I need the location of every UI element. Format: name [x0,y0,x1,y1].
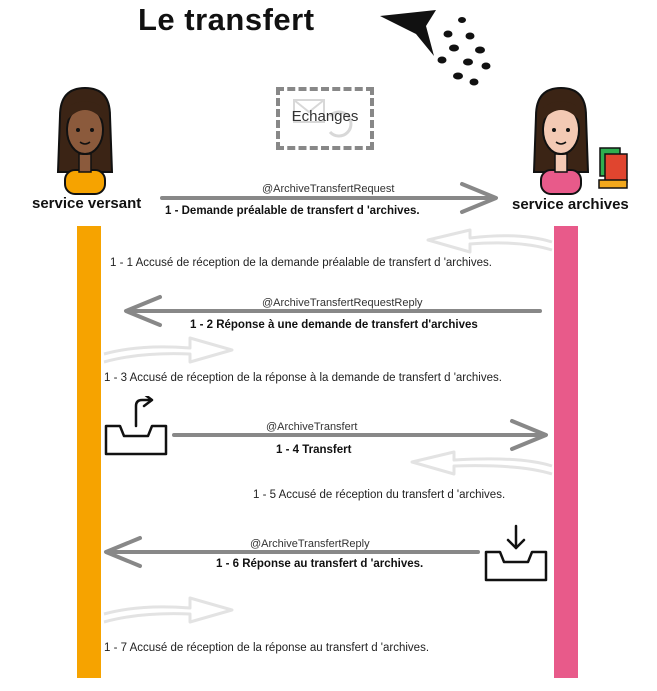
ack-label: 1 - 7 Accusé de réception de la réponse … [104,642,430,654]
lifeline-right [554,226,578,678]
message-label: 1 - 6 Réponse au transfert d 'archives. [216,558,424,570]
exchange-icon [293,99,353,138]
actor-right-label: service archives [512,196,629,213]
ack-label: 1 - 1 Accusé de réception de la demande … [110,257,492,269]
ack-label: 1 - 3 Accusé de réception de la réponse … [104,372,502,384]
funnel-icon [380,10,491,86]
message-tag: @ArchiveTransfertRequest [262,183,395,195]
ack-label: 1 - 5 Accusé de réception du transfert d… [253,489,506,501]
message-label: 1 - Demande préalable de transfert d 'ar… [165,205,420,217]
inbox-tray-icon [484,524,548,582]
message-tag: @ArchiveTransfertReply [250,538,370,550]
person-icon [532,86,590,195]
echanges-label: Echanges [291,108,359,125]
message-label: 1 - 2 Réponse à une demande de transfert… [190,319,478,331]
outbox-tray-icon [104,396,168,456]
lifeline-left [77,226,101,678]
message-label: 1 - 4 Transfert [276,444,352,456]
message-tag: @ArchiveTransfert [266,421,358,433]
echanges-frame [276,87,374,150]
message-tag: @ArchiveTransfertRequestReply [262,297,423,309]
page-title: Le transfert [138,2,315,37]
books-icon [598,147,628,189]
actor-left-label: service versant [32,195,142,212]
person-icon [56,86,114,195]
